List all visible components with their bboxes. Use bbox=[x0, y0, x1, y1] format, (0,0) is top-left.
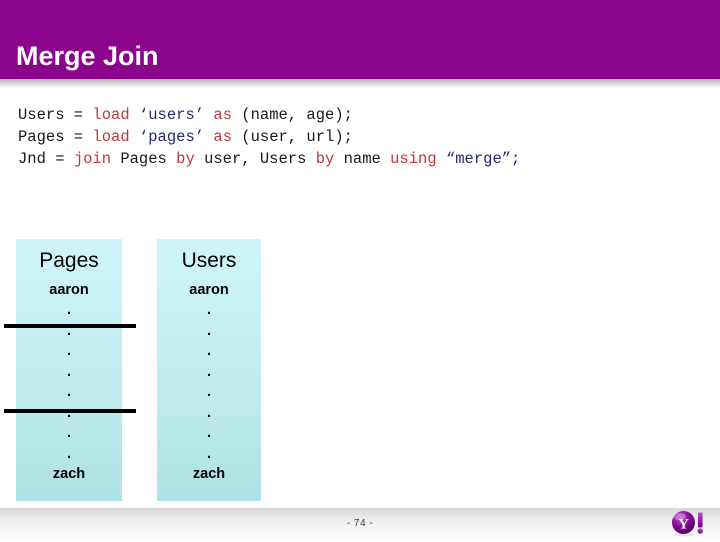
code-keyword: by bbox=[176, 150, 195, 168]
ellipsis-dot: . bbox=[206, 425, 212, 441]
page-title: Merge Join bbox=[16, 41, 159, 71]
ellipsis-dot: . bbox=[206, 445, 212, 462]
ellipsis-dot: . bbox=[66, 445, 72, 462]
ellipsis-dot: . bbox=[206, 363, 212, 380]
slide-title-bar bbox=[0, 0, 720, 79]
code-string: “merge”; bbox=[445, 150, 521, 168]
ellipsis-dot: . bbox=[206, 322, 212, 339]
code-keyword: load bbox=[92, 128, 130, 146]
relation-box-users-first-key: aaron bbox=[189, 282, 229, 298]
code-line-3: Jnd = join Pages by user, Users by name … bbox=[18, 148, 520, 170]
page-number: - 74 - bbox=[346, 518, 374, 529]
code-text bbox=[130, 106, 139, 124]
relation-box-pages-last-key: zach bbox=[52, 466, 86, 482]
ellipsis-dot: . bbox=[66, 302, 72, 318]
relation-box-users-header: Users bbox=[181, 249, 237, 272]
footer-bar bbox=[0, 508, 720, 540]
ellipsis-dot: . bbox=[206, 302, 212, 318]
code-text bbox=[204, 106, 213, 124]
code-text: Pages bbox=[111, 150, 177, 168]
code-text bbox=[130, 128, 139, 146]
code-line-2: Pages = load ‘pages’ as (user, url); bbox=[18, 126, 520, 148]
relation-box-users-ellipsis: ........ bbox=[157, 300, 261, 464]
title-bar-shadow bbox=[0, 79, 720, 88]
ellipsis-dot: . bbox=[206, 384, 212, 400]
code-keyword: as bbox=[213, 106, 232, 124]
ellipsis-dot: . bbox=[66, 425, 72, 441]
split-marker-line-2 bbox=[4, 409, 136, 413]
ellipsis-dot: . bbox=[206, 343, 212, 359]
ellipsis-dot: . bbox=[206, 404, 212, 421]
split-marker-line-1 bbox=[4, 324, 136, 328]
relation-box-users-last-key: zach bbox=[192, 466, 226, 482]
code-line-1: Users = load ‘users’ as (name, age); bbox=[18, 104, 520, 126]
code-text: Jnd = bbox=[18, 150, 74, 168]
pig-latin-code-block: Users = load ‘users’ as (name, age);Page… bbox=[18, 104, 520, 170]
code-keyword: by bbox=[315, 150, 335, 168]
code-text bbox=[437, 150, 446, 168]
ellipsis-dot: . bbox=[66, 322, 72, 339]
code-keyword: join bbox=[73, 150, 112, 168]
code-text: name bbox=[334, 150, 391, 168]
relation-box-users: Users aaron ........ zach bbox=[157, 239, 261, 501]
code-text: Users = bbox=[18, 106, 93, 124]
ellipsis-dot: . bbox=[66, 343, 72, 359]
ellipsis-dot: . bbox=[66, 363, 72, 380]
code-text bbox=[204, 128, 213, 146]
code-text: Pages = bbox=[18, 128, 93, 146]
relation-box-pages: Pages aaron ........ zach bbox=[16, 239, 122, 501]
yahoo-logo: Y bbox=[665, 509, 715, 537]
code-keyword: using bbox=[390, 150, 437, 168]
code-string: ‘users’ bbox=[138, 106, 205, 124]
code-text: (user, url); bbox=[232, 128, 353, 146]
ellipsis-dot: . bbox=[66, 384, 72, 400]
relation-box-pages-header: Pages bbox=[39, 249, 99, 272]
relation-box-pages-first-key: aaron bbox=[49, 282, 89, 298]
code-string: ‘pages’ bbox=[138, 128, 205, 146]
svg-text:Y: Y bbox=[678, 517, 689, 533]
code-text: user, Users bbox=[194, 150, 316, 168]
code-text: (name, age); bbox=[232, 106, 353, 124]
code-keyword: as bbox=[213, 128, 232, 146]
code-keyword: load bbox=[92, 106, 130, 124]
